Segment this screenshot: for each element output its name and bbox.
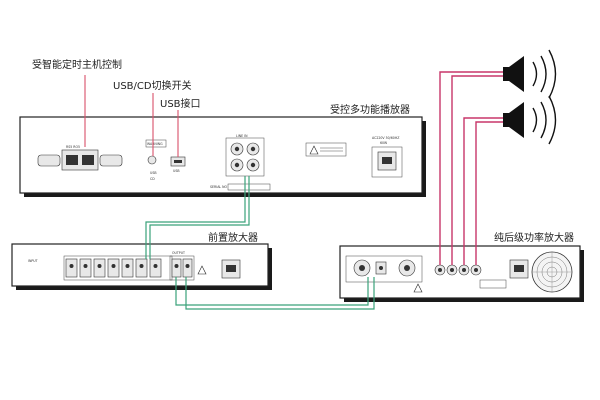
warning-label: WARNING: [147, 142, 163, 146]
speaker-icon: [503, 95, 557, 145]
preamp-output-label: OUTPUT: [172, 251, 185, 255]
usb-cd-switch-label: USB/CD切换开关: [113, 79, 192, 92]
serial-label: SERIAL NO: [210, 185, 228, 189]
player-label: 受控多功能播放器: [330, 103, 410, 116]
rs-port-label: RS5 RO5: [66, 145, 80, 149]
warning-triangle-icon: [309, 145, 319, 155]
audio-wires: [145, 176, 375, 310]
speaker-icon: [503, 49, 557, 99]
power-amp-device: [339, 245, 584, 302]
leader-lines: [84, 75, 179, 157]
power-spec-label: AC220V 50/60HZ: [372, 136, 400, 140]
speaker-wires: [439, 71, 503, 265]
player-device: RS5 RO5 WARNING USB CD USB LINE IN AC220…: [19, 116, 426, 197]
preamp-device: INPUT OUTPUT: [11, 243, 272, 290]
cd-switch-text: CD: [150, 177, 155, 181]
preamp-warning-icon: [197, 265, 207, 275]
power-amp-label: 纯后级功率放大器: [494, 231, 574, 244]
line-in-label: LINE IN: [236, 134, 248, 138]
preamp-input-label: INPUT: [28, 259, 38, 263]
usb-switch-text: USB: [150, 171, 157, 175]
amp-warning-icon: [413, 283, 423, 293]
usb-cd-switch-icon[interactable]: [147, 155, 157, 165]
controller-label: 受智能定时主机控制: [32, 58, 122, 71]
usb-port-label: USB接口: [160, 97, 201, 110]
usb-port-text: USB: [173, 169, 180, 173]
preamp-rca-jacks: [65, 258, 162, 278]
preamp-label: 前置放大器: [208, 231, 258, 244]
power-watt-label: 60W: [380, 141, 388, 145]
fan-grille-icon: [531, 251, 573, 293]
